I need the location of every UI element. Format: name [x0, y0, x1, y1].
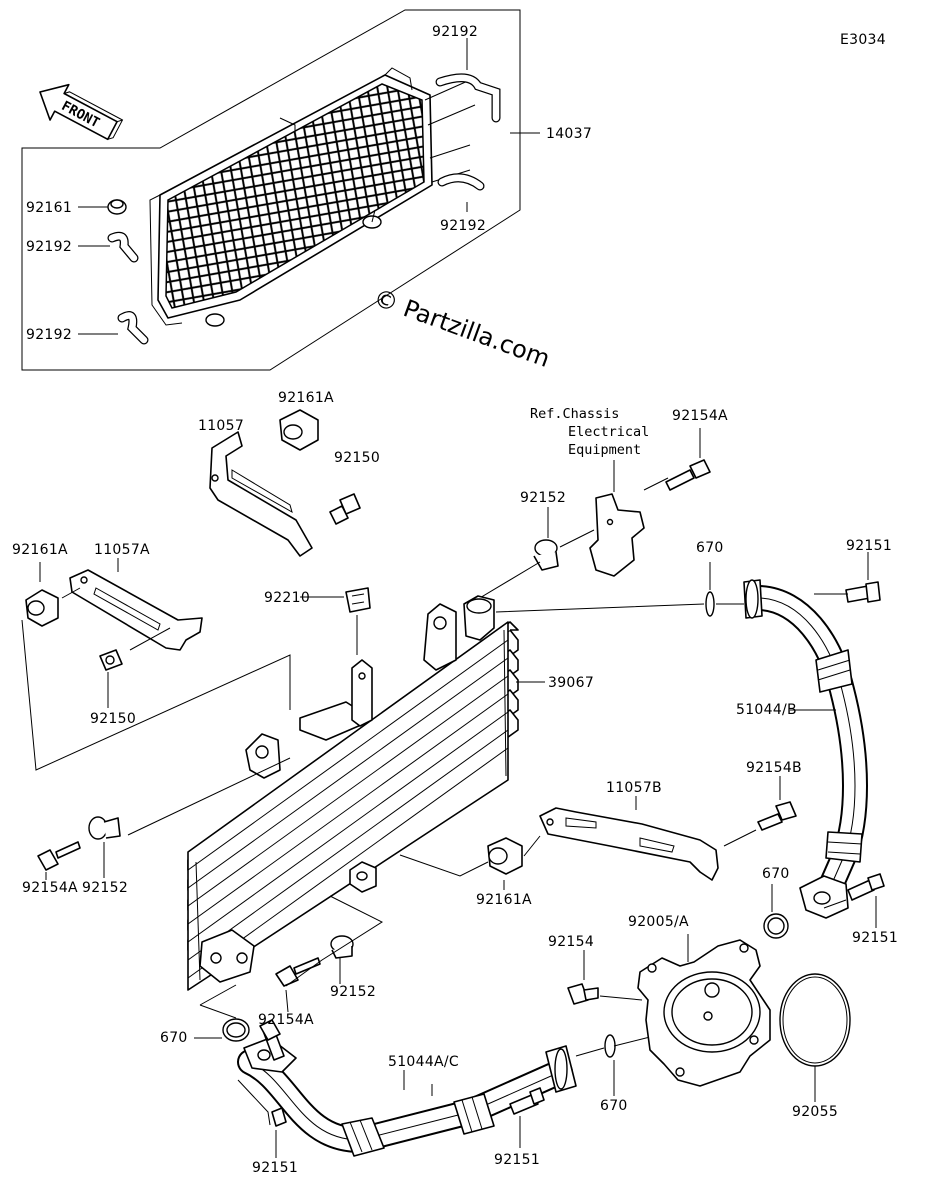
watermark: © Partzilla.com	[370, 283, 554, 373]
hose-92192-left-2	[117, 311, 149, 345]
label-92161: 92161	[26, 200, 72, 216]
leader-lines-top	[78, 38, 540, 335]
label-92161A-left: 92161A	[12, 542, 68, 558]
label-92154A-top: 92154A	[672, 408, 728, 424]
label-39067: 39067	[548, 675, 594, 691]
bolt-92154	[567, 983, 599, 1005]
bolt-92154B	[757, 801, 797, 831]
clip-92210	[345, 587, 371, 613]
collar-92152-bottom	[330, 935, 354, 959]
grommet-92161A-top	[279, 409, 319, 451]
label-51044B: 51044/B	[736, 702, 797, 718]
label-92154A-left: 92154A	[22, 880, 78, 896]
bolt-92151-bottom-mid	[509, 1087, 545, 1115]
bracket-11057B	[539, 807, 719, 881]
label-11057: 11057	[198, 418, 244, 434]
bolt-92154A-bottom	[275, 957, 321, 987]
label-92152-left: 92152	[82, 880, 128, 896]
bracket-11057A	[69, 569, 203, 651]
label-14037: 14037	[546, 126, 592, 142]
label-92151-right: 92151	[852, 930, 898, 946]
bolt-92150-left	[99, 649, 123, 671]
label-92152-top: 92152	[520, 490, 566, 506]
label-11057B: 11057B	[606, 780, 662, 796]
oil-cooler-39067	[187, 595, 519, 991]
o-ring-670-left	[222, 1018, 250, 1042]
label-92154B: 92154B	[746, 760, 802, 776]
label-92161A-top: 92161A	[278, 390, 334, 406]
label-92161A-mid: 92161A	[476, 892, 532, 908]
collar-92152-left	[88, 816, 121, 840]
label-670-right: 670	[762, 866, 790, 882]
o-ring-670-right	[763, 913, 789, 939]
grommet-92161A-left	[25, 589, 59, 627]
screen-group-outline	[21, 9, 521, 371]
label-92151-bottom-mid: 92151	[494, 1152, 540, 1168]
label-670-left: 670	[160, 1030, 188, 1046]
label-51044AC: 51044A/C	[388, 1054, 459, 1070]
bolt-92151-right	[847, 873, 885, 901]
hose-51044B	[743, 579, 868, 919]
label-92210: 92210	[264, 590, 310, 606]
diagram-code: E3034	[840, 32, 886, 48]
label-92152-bottom: 92152	[330, 984, 376, 1000]
hose-92192-left-1	[107, 231, 139, 263]
label-92192-left-2: 92192	[26, 327, 72, 343]
radiator-screen-14037	[149, 67, 476, 327]
label-92192-right: 92192	[440, 218, 486, 234]
label-92150-top: 92150	[334, 450, 380, 466]
label-670-bottom: 670	[600, 1098, 628, 1114]
hose-51044AC	[237, 1037, 577, 1157]
label-92150-left: 92150	[90, 711, 136, 727]
ref-note-line-1: Ref.Chassis	[530, 406, 619, 422]
grommet-92161	[107, 199, 127, 215]
bolt-92154A-left	[37, 841, 81, 871]
ref-note-line-2: Electrical	[568, 424, 649, 440]
label-92005A: 92005/A	[628, 914, 689, 930]
label-670-top: 670	[696, 540, 724, 556]
collar-92152-top	[533, 539, 559, 571]
chassis-bracket	[589, 493, 645, 577]
front-arrow-icon: FRONT	[39, 83, 124, 141]
grommet-92161A-mid	[487, 837, 523, 875]
label-92055: 92055	[792, 1104, 838, 1120]
bolt-92154A-top	[665, 459, 711, 491]
label-92151-bottom-left: 92151	[252, 1160, 298, 1176]
o-ring-92055	[779, 973, 851, 1067]
reference-note: Ref.Chassis Electrical Equipment	[530, 406, 649, 458]
label-92151-top: 92151	[846, 538, 892, 554]
hose-92192-right	[437, 173, 485, 191]
bolt-92150-top	[329, 493, 361, 525]
ref-note-line-3: Equipment	[568, 442, 641, 458]
o-ring-670-top	[705, 591, 715, 617]
o-ring-670-bottom	[604, 1034, 616, 1058]
hose-92192-top	[435, 73, 501, 123]
label-92154: 92154	[548, 934, 594, 950]
label-92192-left-1: 92192	[26, 239, 72, 255]
bolt-92151-bottom-left	[259, 1019, 287, 1127]
bolt-92151-top	[845, 581, 881, 603]
label-11057A: 11057A	[94, 542, 150, 558]
filter-adapter-92005A	[637, 939, 771, 1087]
bracket-11057	[209, 431, 313, 557]
label-92192-top: 92192	[432, 24, 478, 40]
label-92154A-bottom: 92154A	[258, 1012, 314, 1028]
